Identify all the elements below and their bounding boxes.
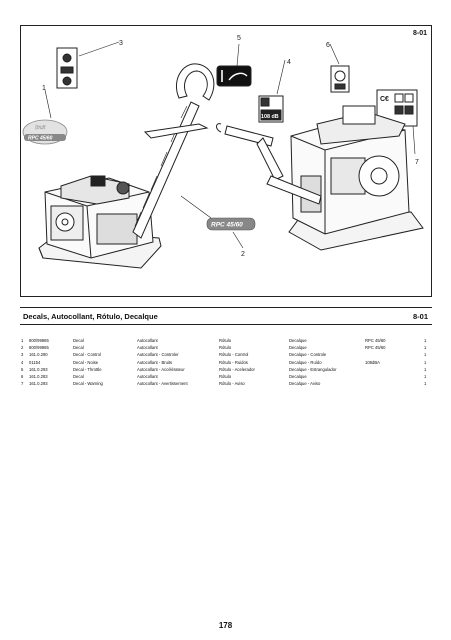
caption-page-ref: 8-01 (412, 312, 428, 321)
parts-row: 7 161.0.293 Decal - Warning Autocollant … (20, 380, 432, 387)
part-desc-fr: Autocollant - Bruits (137, 359, 173, 365)
decal-brand-left: Bruit RPC 45/60 (22, 119, 68, 145)
part-desc-en: Decal (73, 338, 84, 343)
callout-5: 5 (237, 35, 241, 42)
caption-title: Decals, Autocollant, Rótulo, Decalque (23, 312, 158, 321)
illustration-panel: 8-01 (20, 25, 432, 297)
callout-7: 7 (415, 159, 419, 166)
part-desc-es: Rótulo (219, 345, 232, 351)
parts-row: 5 161.0.293 Decal - Throttle Autocollant… (20, 366, 432, 373)
part-desc-es: Rótulo - Aviso (219, 381, 245, 387)
part-item-number: 5 (21, 366, 24, 372)
illustration-page-ref: 8-01 (412, 30, 427, 37)
ce-mark: C€ (380, 96, 389, 103)
part-item-number: 2 (21, 345, 24, 351)
part-desc-pt: Decalque - Estrangulador (289, 366, 337, 372)
part-note: RPC 45/60 (365, 345, 386, 351)
part-note: 108dBA (365, 359, 380, 365)
part-number: 800/99985 (29, 338, 49, 343)
part-item-number: 1 (21, 338, 24, 343)
callout-1: 1 (42, 85, 46, 92)
part-desc-pt: Decalque (289, 338, 307, 343)
part-note: RPC 45/60 (365, 338, 386, 343)
left-handle-grip (175, 63, 215, 101)
exploded-view-drawing: Bruit RPC 45/60 RPC 45/60 108 dB C€ 1 2 … (22, 35, 424, 269)
part-desc-pt: Decalque - Ruído (289, 359, 322, 365)
part-desc-es: Rótulo (219, 338, 232, 343)
left-handle-bar (132, 101, 200, 239)
callout-4: 4 (287, 59, 291, 66)
part-item-number: 7 (21, 381, 24, 387)
noise-value-label: 108 dB (261, 114, 279, 120)
part-item-number: 4 (21, 359, 24, 365)
part-desc-en: Decal - Noise (73, 359, 99, 365)
parts-row: 1 800/99985 Decal Autocollant Rótulo Dec… (20, 337, 432, 344)
part-desc-pt: Decalque (289, 345, 307, 351)
part-qty: 1 (424, 359, 427, 365)
part-desc-pt: Decalque - Controle (289, 352, 327, 358)
callout-6: 6 (326, 42, 330, 49)
part-desc-fr: Autocollant - Controler (137, 352, 179, 358)
svg-text:RPC 45/60: RPC 45/60 (211, 221, 243, 228)
part-desc-pt: Decalque (289, 373, 307, 379)
page-number: 178 (218, 621, 233, 630)
part-desc-es: Rótulo (219, 373, 232, 379)
parts-row: 6 161.0.283 Decal Autocollant Rótulo Dec… (20, 373, 432, 380)
part-desc-fr: Autocollant (137, 345, 158, 351)
part-desc-es: Rótulo - Ruidos (219, 359, 248, 365)
svg-text:RPC 45/60: RPC 45/60 (28, 136, 53, 142)
part-qty: 1 (424, 366, 427, 372)
parts-row: 2 800/99985 Decal Autocollant Rótulo Dec… (20, 344, 432, 351)
parts-row: 3 161.0.290 Decal - Control Autocollant … (20, 351, 432, 358)
part-number: 161.0.290 (29, 352, 48, 358)
part-desc-fr: Autocollant - Avertissement (137, 381, 188, 387)
part-number: 161.0.293 (29, 381, 48, 387)
part-desc-en: Decal (73, 345, 84, 351)
part-desc-en: Decal (73, 373, 84, 379)
decal-brand-bottom: RPC 45/60 (206, 217, 256, 231)
parts-row: 4 01154 Decal - Noise Autocollant - Brui… (20, 359, 432, 366)
part-desc-fr: Autocollant - Accélérateur (137, 366, 185, 372)
part-qty: 1 (424, 345, 427, 351)
part-number: 800/99985 (29, 345, 49, 351)
part-number: 161.0.293 (29, 366, 48, 372)
part-desc-pt: Decalque - Aviso (289, 381, 321, 387)
part-qty: 1 (424, 338, 427, 343)
part-qty: 1 (424, 352, 427, 358)
part-desc-fr: Autocollant (137, 373, 158, 379)
parts-list: 1 800/99985 Decal Autocollant Rótulo Dec… (20, 337, 432, 387)
part-desc-es: Rótulo - Acelerador (219, 366, 255, 372)
caption-bar: Decals, Autocollant, Rótulo, Decalque 8-… (20, 307, 432, 325)
part-qty: 1 (424, 381, 427, 387)
svg-text:Bruit: Bruit (35, 125, 46, 131)
part-item-number: 3 (21, 352, 24, 358)
part-number: 161.0.283 (29, 373, 48, 379)
part-desc-es: Rótulo - Control (219, 352, 249, 358)
part-qty: 1 (424, 373, 427, 379)
callout-3: 3 (119, 40, 123, 47)
part-item-number: 6 (21, 373, 24, 379)
part-desc-en: Decal - Warning (73, 381, 103, 387)
part-desc-fr: Autocollant (137, 338, 158, 343)
callout-2: 2 (241, 251, 245, 258)
part-desc-en: Decal - Control (73, 352, 101, 358)
part-desc-en: Decal - Throttle (73, 366, 102, 372)
part-number: 01154 (29, 359, 41, 365)
